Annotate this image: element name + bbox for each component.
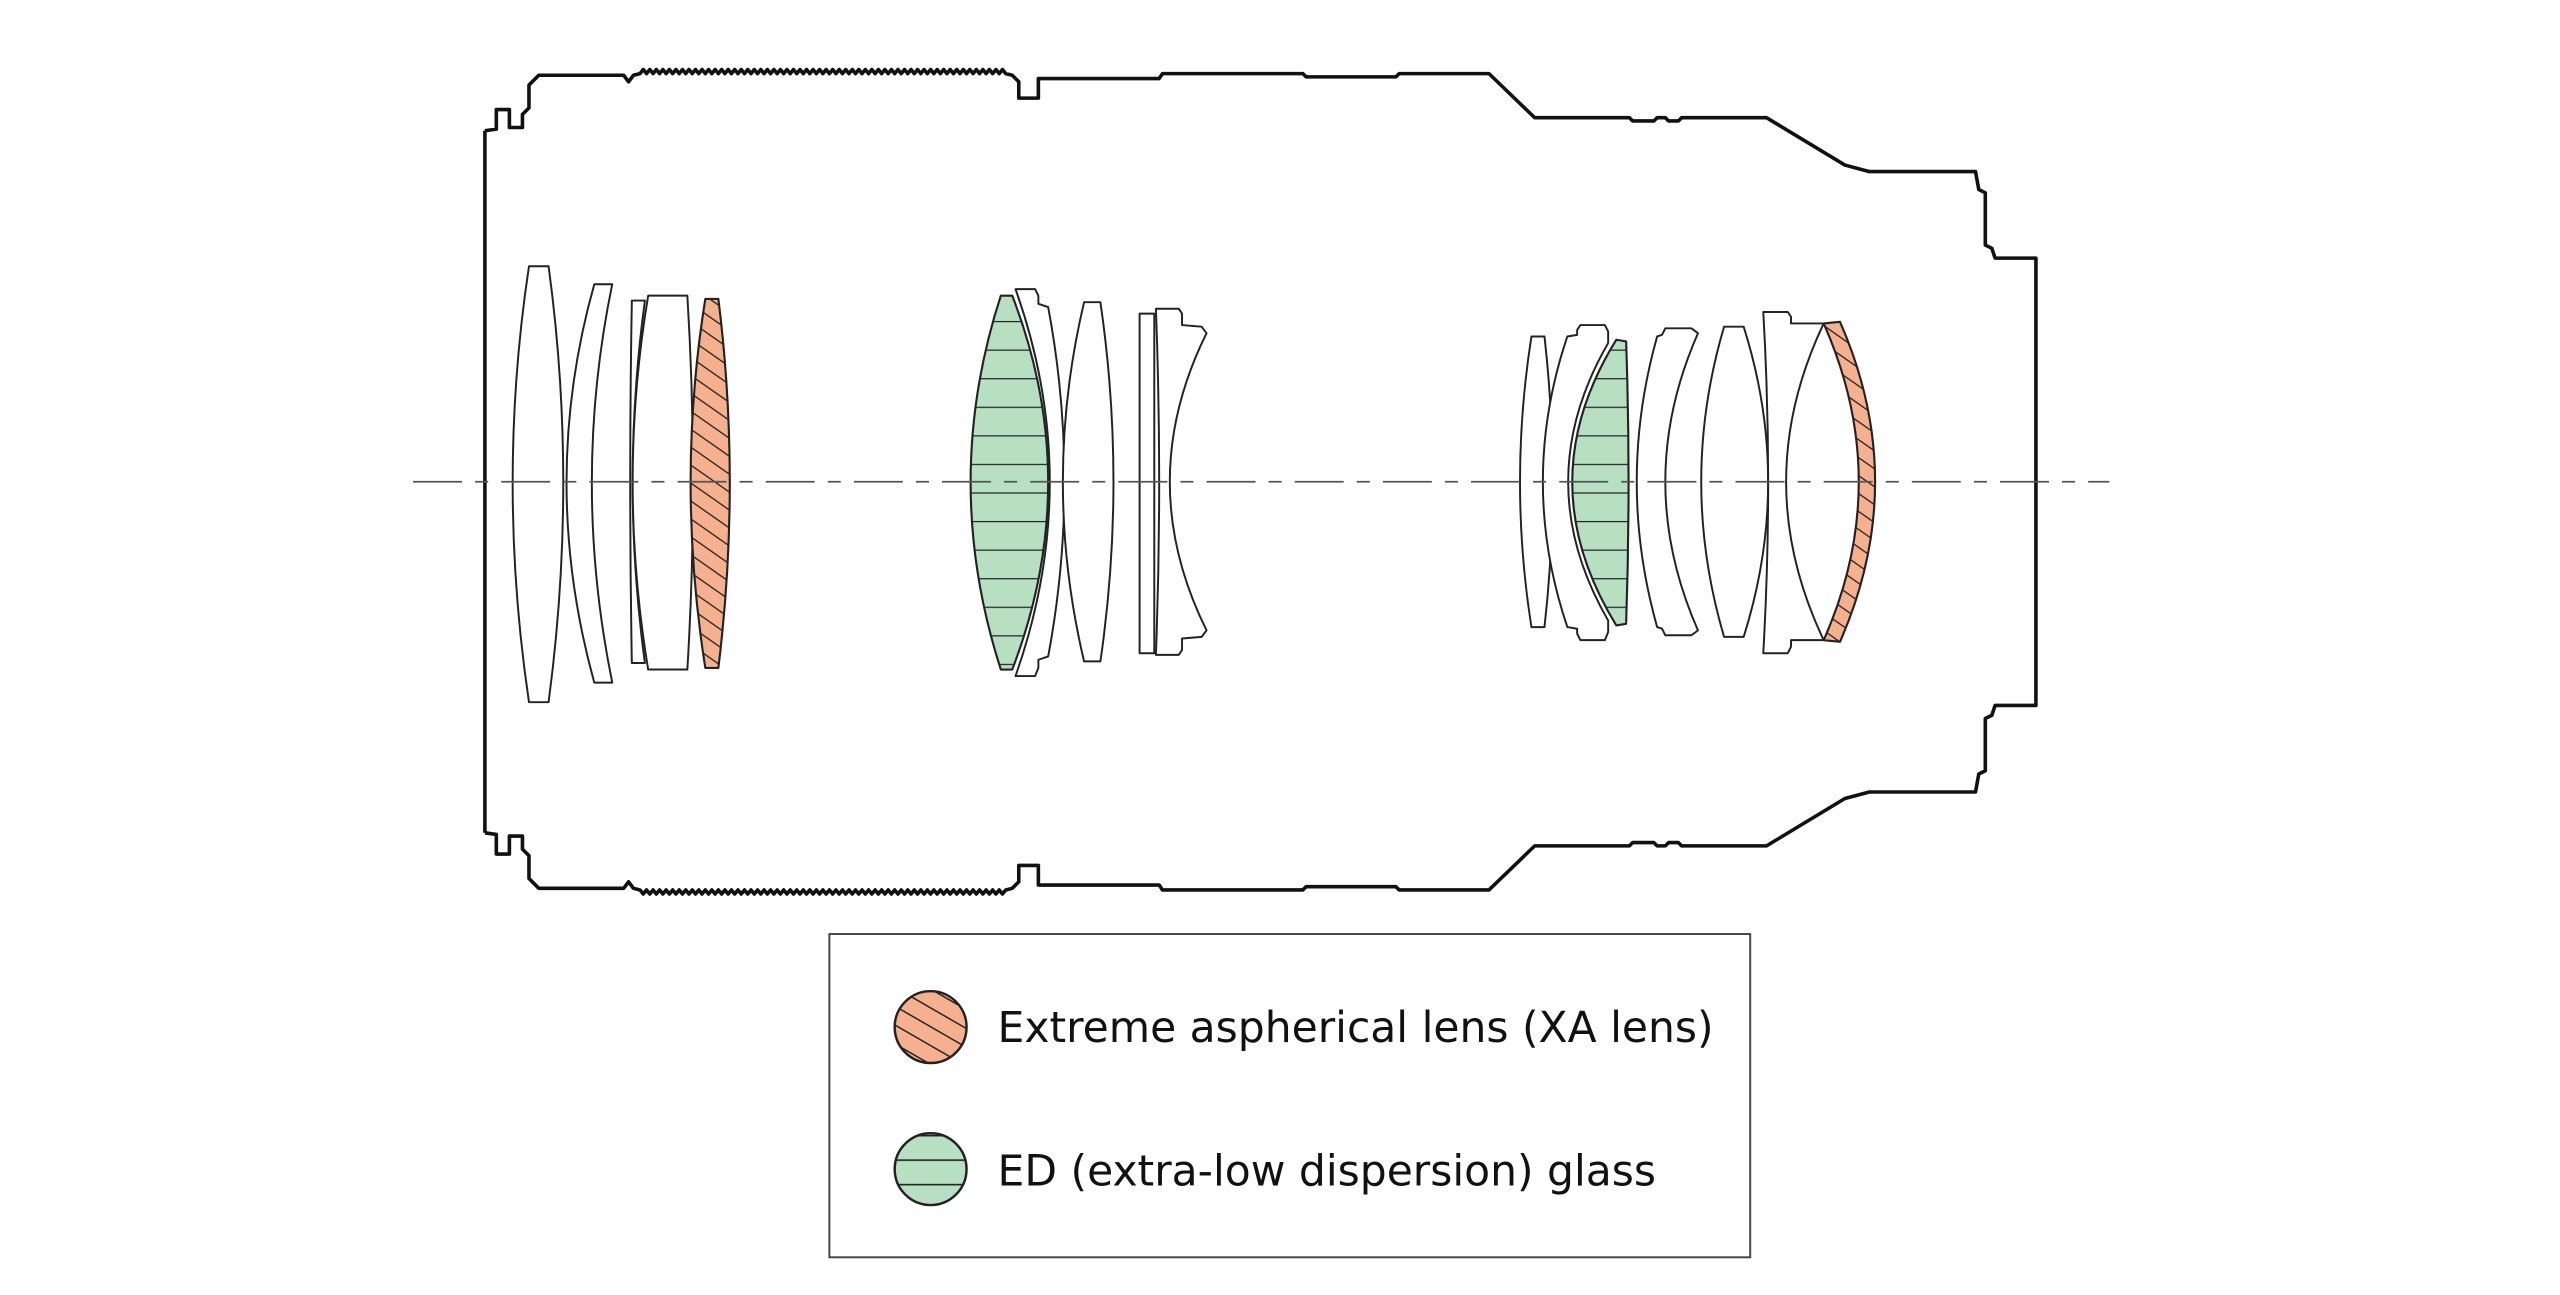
xa-lens-element-1 xyxy=(689,297,731,669)
xa-lens-element-2 xyxy=(1822,320,1877,643)
barrel-outline-bottom xyxy=(484,481,2038,896)
lens-element-8b xyxy=(1154,307,1208,656)
legend-item-ed: ED (extra-low dispersion) glass xyxy=(893,1131,1656,1207)
legend-label-ed: ED (extra-low dispersion) glass xyxy=(998,1147,1656,1196)
ed-swatch-icon xyxy=(893,1131,968,1207)
legend: Extreme aspherical lens (XA lens) ED (ex… xyxy=(828,933,1752,1259)
legend-item-xa: Extreme aspherical lens (XA lens) xyxy=(893,989,1714,1065)
legend-label-xa: Extreme aspherical lens (XA lens) xyxy=(998,1004,1714,1053)
legend-box xyxy=(828,933,1752,1259)
lens-element-2 xyxy=(565,283,614,684)
lens-element-11 xyxy=(1635,327,1699,637)
barrel-outline-top xyxy=(484,67,2038,482)
lens-element-7 xyxy=(1061,301,1115,663)
lens-element-12 xyxy=(1700,325,1770,638)
lens-group-middle xyxy=(969,288,1208,678)
lens-element-6 xyxy=(1014,288,1066,678)
lens-element-1 xyxy=(511,265,565,704)
lens-group-front xyxy=(511,265,731,704)
lens-element-8a xyxy=(1138,312,1156,655)
xa-swatch-icon xyxy=(893,989,968,1065)
lens-element-10 xyxy=(1541,324,1610,642)
